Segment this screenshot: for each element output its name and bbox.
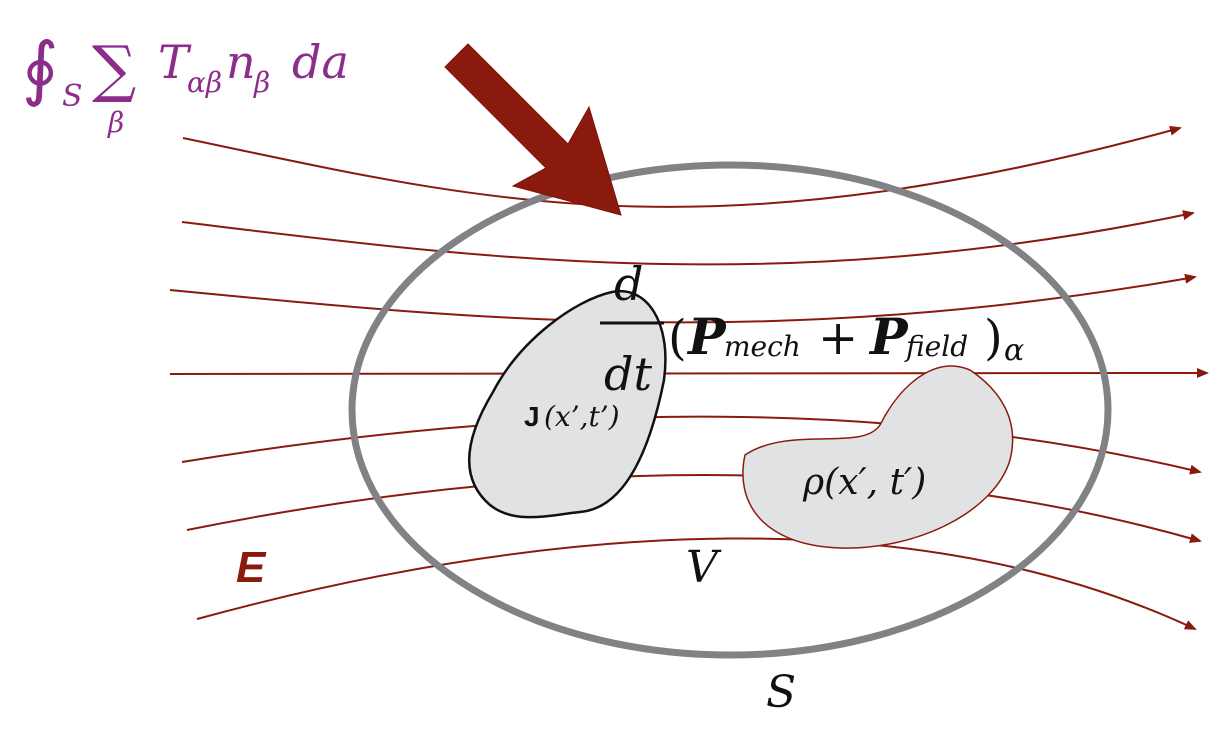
volume-label: V [686, 542, 722, 593]
component-subscript: α [1004, 333, 1024, 368]
current-symbol: J [524, 401, 540, 432]
big-arrow-icon [444, 43, 622, 216]
surface-boundary [348, 161, 1112, 659]
charge-density-label: ρ(x′, t′) [802, 462, 926, 503]
sum-subscript: β [107, 106, 124, 139]
integral-subscript: S [62, 79, 83, 114]
momentum-formula: d dt ( P mech + P field ) α [600, 257, 1024, 401]
normal-n: n [226, 35, 256, 89]
derivative-denominator: dt [604, 347, 652, 401]
tensor-T-subscript: αβ [187, 66, 222, 99]
sum-symbol: ∑ [92, 32, 136, 105]
close-paren: ) [984, 310, 1003, 366]
momentum-field-subscript: field [904, 330, 968, 363]
area-element: da [292, 35, 349, 89]
current-region [468, 289, 667, 519]
surface-integral-formula: ∮ S ∑ β T αβ n β da [22, 27, 349, 139]
charge-region [742, 365, 1014, 549]
field-label: E [236, 543, 267, 592]
plus-sign: + [818, 310, 858, 366]
derivative-numerator: d [614, 257, 643, 311]
field-line [181, 210, 1195, 266]
tensor-T: T [158, 35, 192, 89]
field-line [169, 368, 1209, 379]
momentum-field: P [868, 307, 909, 366]
normal-n-subscript: β [253, 66, 270, 99]
current-label: J (x’,t’) [524, 400, 620, 433]
field-line [196, 537, 1197, 630]
integral-symbol: ∮ [22, 27, 58, 109]
momentum-mech: P [686, 307, 727, 366]
field-line [186, 474, 1202, 544]
open-paren: ( [668, 310, 687, 366]
field-line [181, 415, 1202, 475]
current-arguments: (x’,t’) [544, 400, 620, 433]
surface-label: S [766, 667, 796, 718]
momentum-mech-subscript: mech [724, 330, 801, 363]
